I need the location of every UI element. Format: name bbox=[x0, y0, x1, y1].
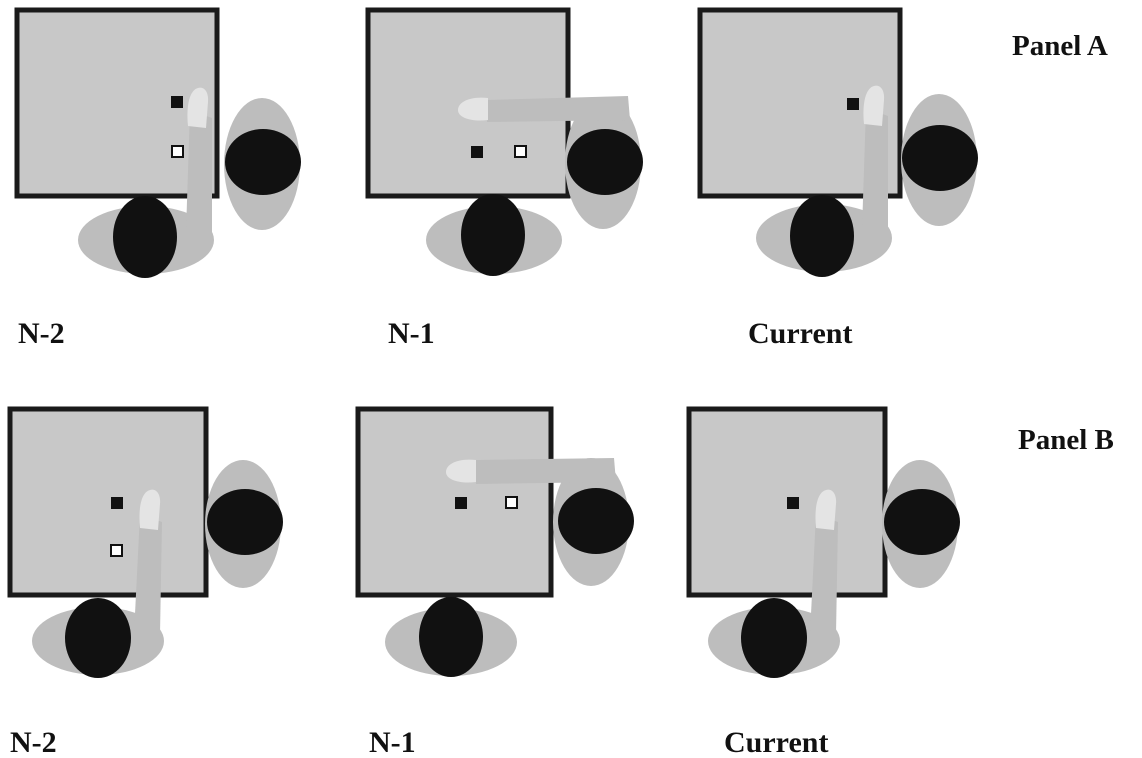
trial-a-n-1 bbox=[365, 7, 643, 276]
panel-b-title: Panel B bbox=[1018, 424, 1114, 456]
near-person-hand bbox=[815, 489, 837, 530]
trial-b-current bbox=[686, 406, 960, 678]
near-person-head bbox=[461, 194, 525, 276]
table bbox=[14, 7, 220, 199]
side-person-head bbox=[567, 129, 643, 195]
near-person-hand bbox=[187, 87, 209, 128]
target-open bbox=[110, 544, 123, 557]
trial-b-n-2-label: N-2 bbox=[10, 726, 57, 758]
near-person-arm bbox=[810, 514, 838, 634]
trial-b-n-1 bbox=[355, 406, 634, 677]
target-filled bbox=[455, 497, 467, 509]
target-filled bbox=[471, 146, 483, 158]
side-person-head bbox=[558, 488, 634, 554]
target-open bbox=[514, 145, 527, 158]
near-person-arm bbox=[862, 108, 888, 230]
side-person-head bbox=[902, 125, 978, 191]
near-person-hand bbox=[139, 489, 161, 530]
panel-a-title: Panel A bbox=[1012, 30, 1108, 62]
side-person-head bbox=[225, 129, 301, 195]
target-filled bbox=[111, 497, 123, 509]
trial-a-current bbox=[697, 7, 978, 277]
trial-a-n-2 bbox=[14, 7, 301, 278]
near-person-arm bbox=[134, 514, 162, 634]
trial-b-n-1-label: N-1 bbox=[369, 726, 416, 758]
target-filled bbox=[171, 96, 183, 108]
side-person-arm bbox=[487, 96, 630, 122]
near-person-head bbox=[65, 598, 131, 678]
target-filled bbox=[787, 497, 799, 509]
near-person-hand bbox=[863, 85, 885, 126]
side-person-arm bbox=[476, 458, 616, 484]
side-person-head bbox=[207, 489, 283, 555]
table bbox=[7, 406, 209, 598]
target-filled bbox=[847, 98, 859, 110]
trial-a-n-2-label: N-2 bbox=[18, 317, 65, 350]
side-person-head bbox=[884, 489, 960, 555]
near-person-head bbox=[741, 598, 807, 678]
side-person-hand bbox=[458, 97, 488, 121]
side-person-hand bbox=[446, 459, 476, 483]
trial-a-current-label: Current bbox=[748, 317, 852, 350]
panel-b: Panel B N-2 N-1 bbox=[7, 406, 1114, 758]
trial-b-current-label: Current bbox=[724, 726, 828, 758]
target-open bbox=[171, 145, 184, 158]
near-person-head bbox=[419, 597, 483, 677]
target-open bbox=[505, 496, 518, 509]
table bbox=[355, 406, 554, 598]
trial-a-n-1-label: N-1 bbox=[388, 317, 435, 350]
near-person-head bbox=[790, 195, 854, 277]
near-person-head bbox=[113, 196, 177, 278]
trial-b-n-2 bbox=[7, 406, 283, 678]
panel-a: Panel A N-2 N-1 bbox=[14, 7, 1108, 350]
near-person-arm bbox=[186, 110, 212, 232]
